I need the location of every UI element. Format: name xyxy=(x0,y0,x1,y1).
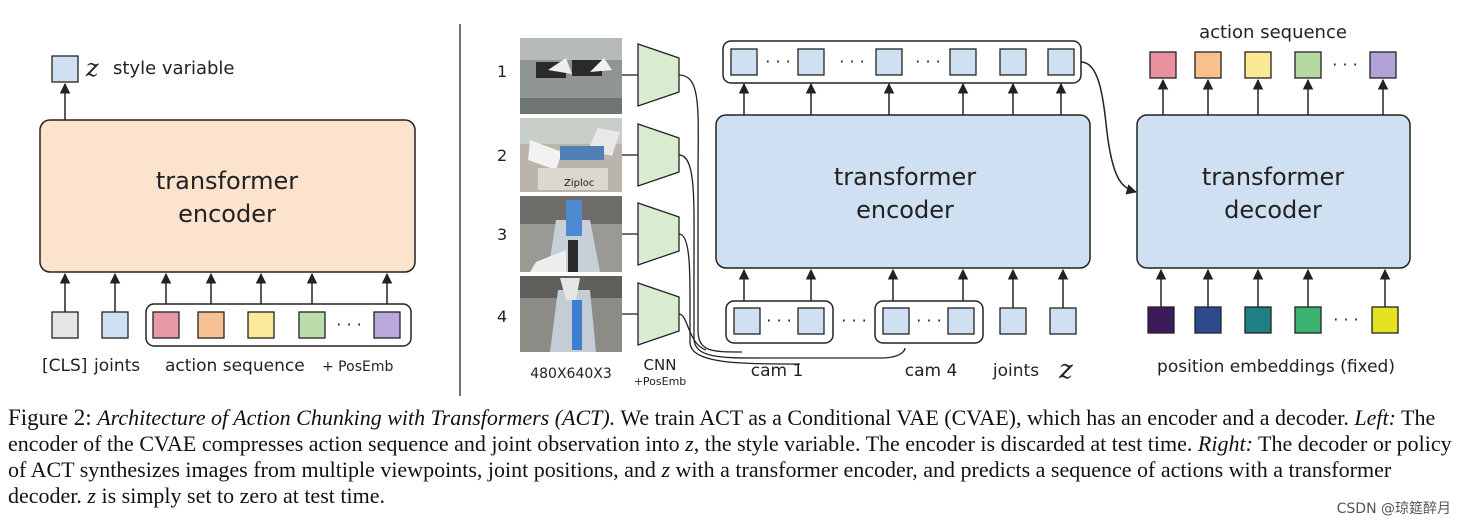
cnn-block-3 xyxy=(622,202,680,266)
action-token-2 xyxy=(197,311,225,339)
joints-token xyxy=(101,311,129,339)
left-posemb-label: + PosEmb xyxy=(322,359,393,375)
cls-token xyxy=(51,311,79,339)
style-variable-label: style variable xyxy=(113,58,235,79)
position-embedding-1 xyxy=(1147,306,1175,334)
decoder-output-arrows xyxy=(1157,78,1389,115)
action-output-token-4 xyxy=(1294,51,1322,79)
position-embedding-ellipsis: · · · xyxy=(1333,310,1358,329)
cam4-ellipsis: · · · xyxy=(916,311,941,330)
left-encoder-title-line1: transformer xyxy=(156,167,298,195)
caption-sentence-2a: The encoder of the CVAE compresses actio… xyxy=(8,405,1436,456)
left-ellipsis: · · · xyxy=(336,315,361,334)
left-input-arrows xyxy=(59,272,393,312)
action-token-1 xyxy=(152,311,180,339)
right-panel: 1 2 3 4 Ziploc xyxy=(497,22,1411,388)
left-action-sequence-label: action sequence xyxy=(165,356,305,376)
figure-canvas: z style variable transformer encoder · ·… xyxy=(39,22,1411,396)
transformer-decoder-block xyxy=(1136,114,1411,269)
encoder-output-ellipsis-3: · · · xyxy=(915,52,940,71)
cam1-ellipsis: · · · xyxy=(766,311,791,330)
between-cams-ellipsis: · · · xyxy=(841,311,866,330)
left-transformer-encoder-block xyxy=(39,119,416,273)
cnn-to-token-connectors xyxy=(678,74,906,365)
encoder-to-decoder-arrow xyxy=(1080,61,1138,195)
action-output-ellipsis: · · · xyxy=(1332,55,1357,74)
camera-number-3: 3 xyxy=(497,225,507,244)
caption-sentence-2b: , the style variable. The encoder is dis… xyxy=(693,431,1198,456)
caption-z-2: z xyxy=(661,457,670,482)
action-token-3 xyxy=(247,311,275,339)
decoder-title-line1: transformer xyxy=(1202,163,1344,191)
action-token-4 xyxy=(298,311,326,339)
right-encoder-title-line2: encoder xyxy=(856,196,954,224)
caption-title: Architecture of Action Chunking with Tra… xyxy=(97,405,616,430)
encoder-input-tokens xyxy=(733,307,1077,335)
position-embedding-3 xyxy=(1244,306,1272,334)
encoder-output-ellipsis-1: · · · xyxy=(765,52,790,71)
cam4-group xyxy=(874,300,984,344)
right-joints-label: joints xyxy=(992,361,1039,381)
cnn-block-4 xyxy=(622,282,680,346)
caption-z-3: z xyxy=(87,483,96,508)
cnn-block-2 xyxy=(622,123,680,187)
caption-right-tag: Right: xyxy=(1197,431,1253,456)
caption-left-tag: Left: xyxy=(1354,405,1396,430)
position-embedding-5 xyxy=(1371,306,1399,334)
caption-sentence-3c: is simply set to zero at test time. xyxy=(95,483,385,508)
right-encoder-title-line1: transformer xyxy=(834,163,976,191)
cnn-posemb-label: +PosEmb xyxy=(634,375,687,388)
position-embedding-4 xyxy=(1294,306,1322,334)
encoder-output-arrows xyxy=(738,82,1067,115)
camera-image-3 xyxy=(520,196,622,272)
caption-sentence-3b: with a transformer encoder, and predicts… xyxy=(8,457,1392,508)
cnn-block-1 xyxy=(622,43,680,107)
action-output-token-5 xyxy=(1369,51,1397,79)
action-token-5 xyxy=(373,311,401,339)
encoder-output-ellipsis-2: · · · xyxy=(839,52,864,71)
caption-z-1: z xyxy=(685,431,694,456)
action-output-token-3 xyxy=(1244,51,1272,79)
z-output-token xyxy=(51,55,79,83)
cnn-label: CNN xyxy=(644,356,677,374)
ziploc-label: Ziploc xyxy=(564,178,594,189)
left-panel: z style variable transformer encoder · ·… xyxy=(39,54,416,376)
camera-image-1 xyxy=(520,38,622,114)
action-output-token-2 xyxy=(1194,51,1222,79)
right-transformer-encoder-block xyxy=(715,114,1091,269)
camera-image-2: Ziploc xyxy=(520,118,622,192)
camera-number-4: 4 xyxy=(497,307,507,326)
decoder-title-line2: decoder xyxy=(1224,196,1322,224)
cam1-label: cam 1 xyxy=(751,361,804,381)
camera-image-4 xyxy=(520,276,622,352)
right-z-label: z xyxy=(1058,355,1073,385)
action-sequence-group xyxy=(145,303,412,347)
caption-sentence-3a: The decoder or policy of ACT synthesizes… xyxy=(8,431,1452,482)
position-embedding-2 xyxy=(1194,306,1222,334)
caption-figure-label: Figure 2: xyxy=(8,405,92,430)
z-output-symbol: z xyxy=(85,54,99,82)
decoder-input-arrows xyxy=(1155,268,1391,307)
cam4-label: cam 4 xyxy=(905,361,958,381)
action-output-token-1 xyxy=(1149,51,1177,79)
cls-label: [CLS] xyxy=(42,356,87,376)
caption-sentence-1: We train ACT as a Conditional VAE (CVAE)… xyxy=(615,405,1355,430)
cam1-group xyxy=(725,300,834,344)
left-joints-label: joints xyxy=(93,356,140,376)
image-size-label: 480X640X3 xyxy=(530,366,612,382)
csdn-watermark: CSDN @琼筵醉月 xyxy=(1336,498,1451,518)
action-sequence-output-label: action sequence xyxy=(1199,22,1347,43)
encoder-input-arrows xyxy=(738,268,1069,308)
encoder-output-tokens xyxy=(730,48,1075,76)
figure-caption: Figure 2: Architecture of Action Chunkin… xyxy=(8,405,1459,509)
camera-number-1: 1 xyxy=(497,62,507,81)
left-encoder-title-line2: encoder xyxy=(178,200,276,228)
camera-number-2: 2 xyxy=(497,146,507,165)
position-embeddings-label: position embeddings (fixed) xyxy=(1157,357,1395,377)
act-architecture-figure: z style variable transformer encoder · ·… xyxy=(39,22,1411,396)
